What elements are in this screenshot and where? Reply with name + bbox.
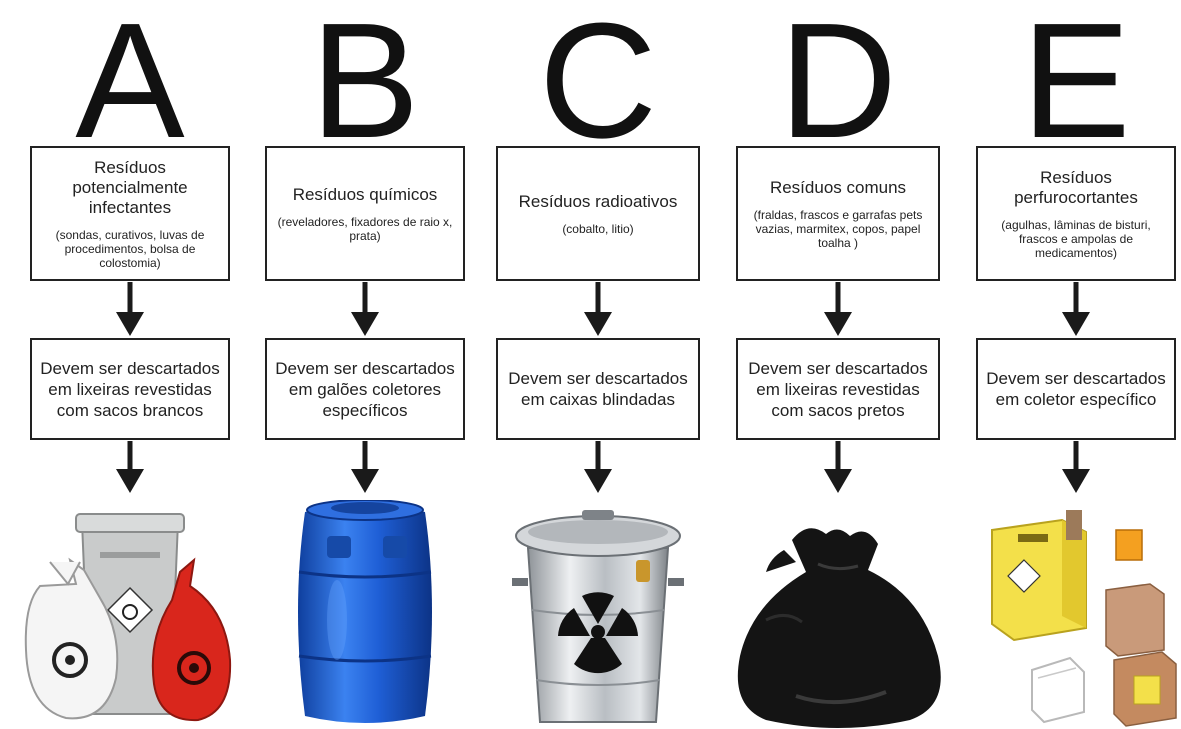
disposal-box: Devem ser descartados em galões coletore… [265,338,465,440]
category-letter: B [310,0,420,172]
down-arrow-icon [116,282,144,336]
category-letter: E [1021,0,1131,172]
disposal-box: Devem ser descartados em caixas blindada… [496,338,700,440]
down-arrow-icon [116,441,144,493]
column-c: C Resíduos radioativos (cobalto, litio) … [496,0,700,729]
category-letter: C [538,0,658,172]
waste-type-title: Resíduos perfurocortantes [1014,167,1138,207]
category-letter: D [778,0,898,172]
waste-examples: (cobalto, litio) [562,221,634,236]
down-arrow-icon [584,282,612,336]
waste-type-box: Resíduos radioativos (cobalto, litio) [496,146,700,281]
waste-type-title: Resíduos químicos [292,184,438,204]
disposal-instruction: Devem ser descartados em lixeiras revest… [40,358,220,420]
biohazard-bags-and-bin-illustration [24,513,232,722]
waste-type-title: Resíduos radioativos [518,191,678,211]
column-b: B Resíduos químicos (reveladores, fixado… [265,0,465,729]
disposal-instruction: Devem ser descartados em galões coletore… [275,358,455,420]
waste-examples: (fraldas, frascos e garrafas pets vazias… [753,207,923,250]
disposal-instruction: Devem ser descartados em coletor específ… [986,369,1166,409]
disposal-instruction: Devem ser descartados em lixeiras revest… [748,358,928,420]
column-e: E Resíduos perfurocortantes (agulhas, lâ… [976,0,1177,729]
column-a: A Resíduos potencialmente infectantes (s… [24,0,232,729]
down-arrow-icon [824,282,852,336]
down-arrow-icon [824,441,852,493]
blue-drum-illustration [298,500,432,723]
waste-examples: (reveladores, fixadores de raio x, prata… [277,214,453,243]
sharps-container-illustration [991,510,1177,727]
waste-type-title: Resíduos comuns [769,177,907,197]
black-trash-bag-illustration [737,528,941,728]
down-arrow-icon [584,441,612,493]
down-arrow-icon [1062,441,1090,493]
disposal-instruction: Devem ser descartados em caixas blindada… [508,369,688,409]
waste-type-box: Resíduos perfurocortantes (agulhas, lâmi… [976,146,1176,281]
waste-type-box: Resíduos potencialmente infectantes (son… [30,146,230,281]
waste-type-box: Resíduos comuns (fraldas, frascos e garr… [736,146,940,281]
down-arrow-icon [1062,282,1090,336]
disposal-box: Devem ser descartados em lixeiras revest… [736,338,940,440]
down-arrow-icon [351,441,379,493]
down-arrow-icon [351,282,379,336]
category-letter: A [75,0,185,172]
waste-type-box: Resíduos químicos (reveladores, fixadore… [265,146,465,281]
radioactive-metal-bin-illustration [512,510,684,723]
waste-examples: (sondas, curativos, luvas de procediment… [55,227,205,270]
disposal-box: Devem ser descartados em coletor específ… [976,338,1176,440]
column-d: D Resíduos comuns (fraldas, frascos e ga… [736,0,941,729]
waste-type-title: Resíduos potencialmente infectantes [72,157,188,217]
disposal-box: Devem ser descartados em lixeiras revest… [30,338,230,440]
waste-examples: (agulhas, lâminas de bisturi, frascos e … [1001,217,1151,260]
